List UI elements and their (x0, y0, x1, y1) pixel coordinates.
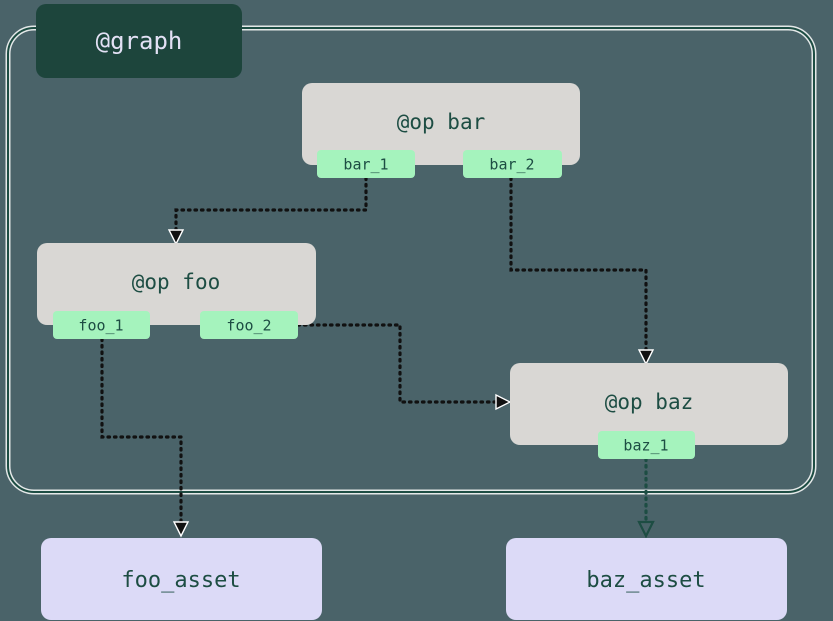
node-asset-foo[interactable]: foo_asset (41, 538, 322, 620)
node-op-bar[interactable]: @op bar bar_1 bar_2 (302, 83, 580, 178)
node-asset-baz[interactable]: baz_asset (506, 538, 787, 620)
node-op-bar-label: @op bar (397, 110, 486, 134)
port-foo_2-label: foo_2 (226, 317, 271, 335)
port-foo_1-label: foo_1 (78, 317, 123, 335)
graph-cluster-label: @graph (96, 27, 183, 55)
node-asset-foo-label: foo_asset (121, 568, 240, 593)
edge-bar2-baz (509, 176, 655, 366)
edges-layer (100, 176, 655, 539)
port-baz_1-label: baz_1 (623, 437, 668, 455)
port-foo_2[interactable]: foo_2 (200, 311, 298, 339)
node-op-foo[interactable]: @op foo foo_1 foo_2 (37, 243, 316, 339)
edge-baz1-baz-asset (637, 457, 655, 539)
edge-foo1-foo-asset (100, 337, 190, 538)
node-op-baz[interactable]: @op baz baz_1 (510, 363, 788, 459)
node-asset-baz-label: baz_asset (586, 568, 705, 593)
port-bar_1[interactable]: bar_1 (317, 150, 415, 178)
port-foo_1[interactable]: foo_1 (53, 311, 150, 339)
graph-cluster-frame (5, 25, 817, 495)
port-bar_1-label: bar_1 (343, 156, 388, 174)
port-bar_2[interactable]: bar_2 (463, 150, 562, 178)
port-bar_2-label: bar_2 (489, 156, 534, 174)
graph-cluster-tab[interactable]: @graph (36, 4, 242, 78)
edge-foo2-baz (296, 323, 512, 411)
port-baz_1[interactable]: baz_1 (598, 431, 695, 459)
edge-bar1-foo (167, 176, 368, 246)
node-op-foo-label: @op foo (132, 270, 221, 294)
node-op-baz-label: @op baz (605, 390, 694, 414)
